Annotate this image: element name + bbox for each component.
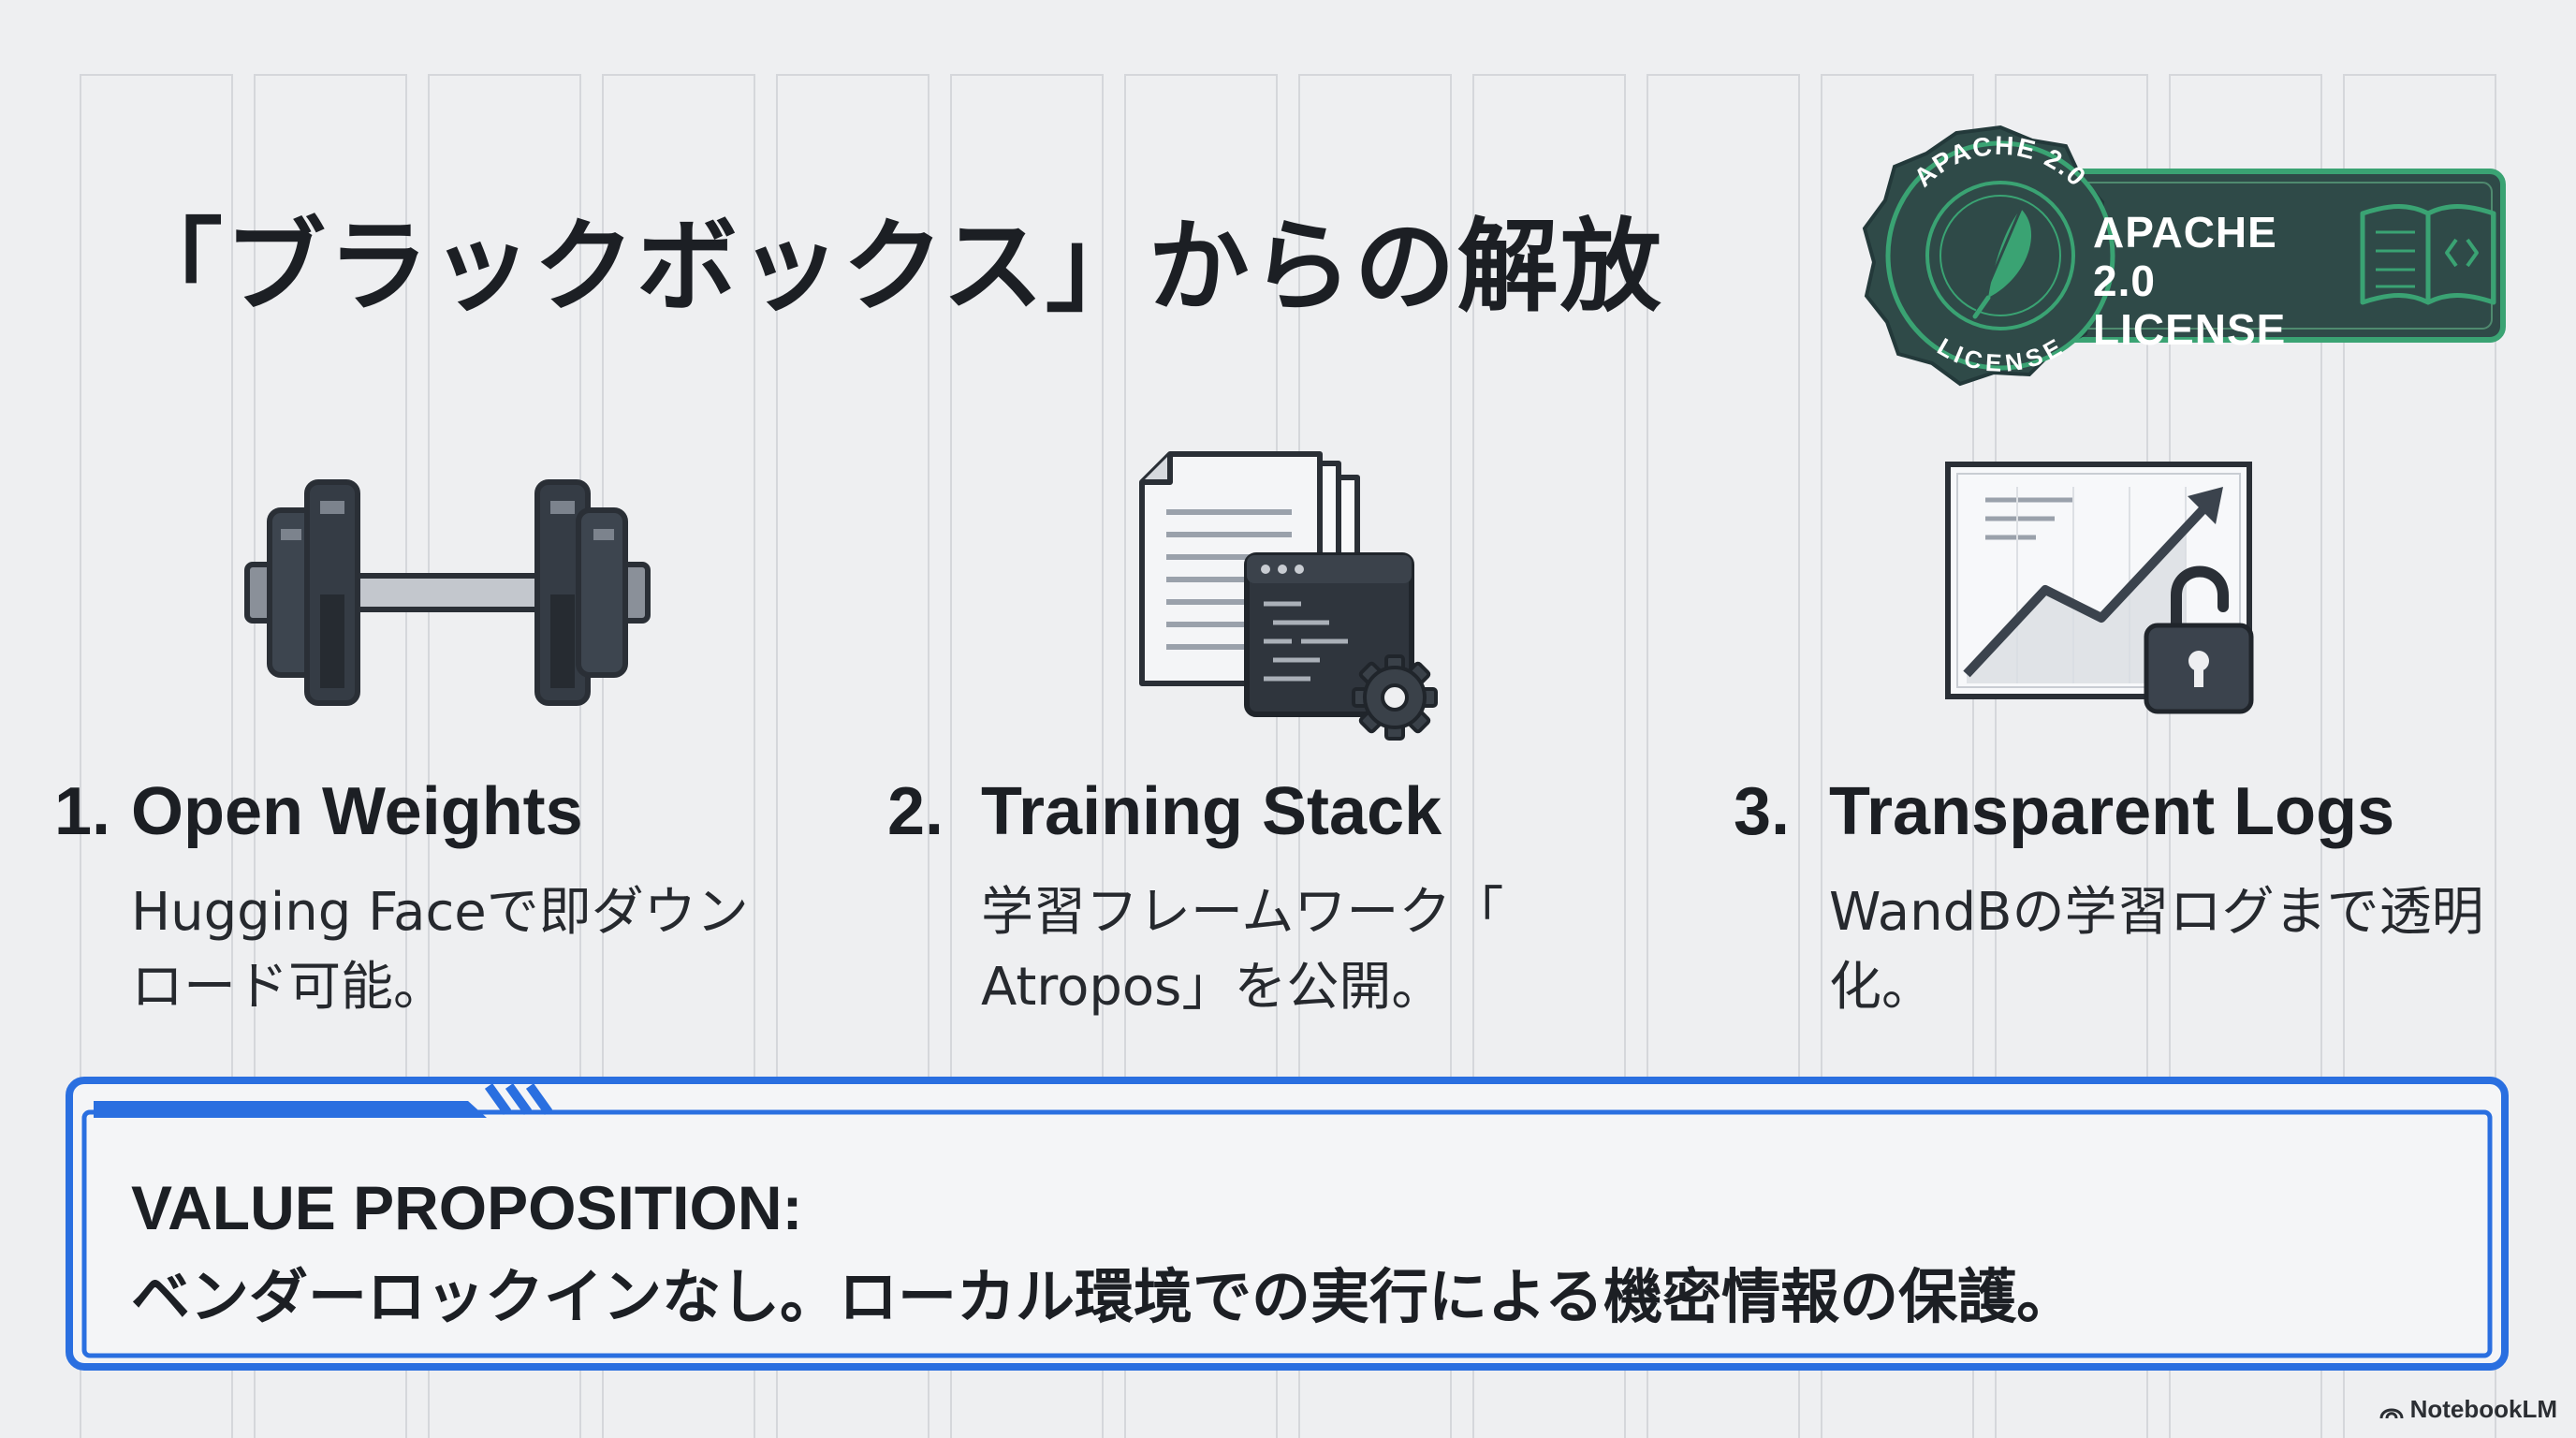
book-code-icon — [2360, 204, 2496, 305]
notebooklm-logo-icon — [2379, 1408, 2404, 1418]
license-badge: APACHE 2.0 LICENSE — [1862, 125, 2506, 387]
feather-icon — [1972, 208, 2032, 319]
padlock-icon — [2144, 565, 2254, 714]
feature-2-title: Training Stack — [981, 774, 1442, 849]
watermark-text: NotebookLM — [2409, 1395, 2557, 1423]
badge-label: APACHE 2.0 LICENSE — [2093, 208, 2336, 354]
chart-unlock-icon — [1945, 462, 2254, 714]
documents-code-gear-icon — [1139, 451, 1438, 741]
value-proposition-text: ベンダーロックインなし。ローカル環境での実行による機密情報の保護。 — [131, 1263, 2076, 1331]
seal-icon: APACHE 2.0 LICENSE — [1862, 125, 2115, 387]
slide-title: 「ブラックボックス」からの解放 — [122, 209, 1663, 326]
feature-1-title: Open Weights — [131, 774, 583, 849]
feature-3-number: 3. — [1734, 774, 1791, 849]
badge-line-1: APACHE 2.0 — [2093, 208, 2277, 305]
notebooklm-watermark: NotebookLM — [2378, 1395, 2557, 1424]
gear-icon — [1352, 654, 1438, 741]
feature-1-description: Hugging Faceで即ダウン ロード可能。 — [131, 882, 749, 1018]
feature-3-title: Transparent Logs — [1829, 774, 2395, 849]
feature-1-number: 1. — [54, 774, 111, 849]
feature-3-description: WandBの学習ログまで透明 化。 — [1829, 882, 2484, 1018]
value-proposition-frame — [66, 1077, 2509, 1371]
feature-2-number: 2. — [887, 774, 944, 849]
feature-2-description: 学習フレームワーク「 Atropos」を公開。 — [981, 882, 1504, 1018]
dumbbell-icon — [244, 479, 651, 706]
badge-line-2: LICENSE — [2093, 305, 2287, 354]
value-proposition-label: VALUE PROPOSITION: — [131, 1173, 803, 1242]
